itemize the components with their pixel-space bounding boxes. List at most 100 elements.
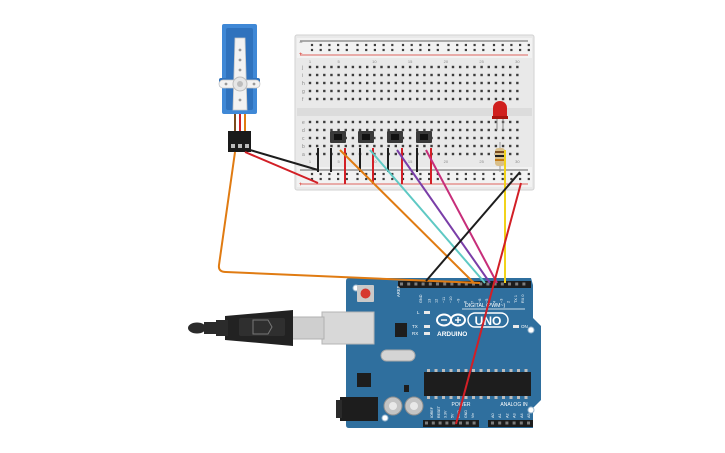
red-led[interactable]: [492, 101, 508, 130]
led-rx-label: RX: [412, 331, 418, 336]
crystal: [380, 349, 416, 362]
digital-pin-label: ~6: [478, 299, 482, 303]
digital-pin-label: ~9: [456, 299, 460, 303]
row-letter: g: [302, 89, 305, 95]
column-number: 25: [479, 159, 484, 164]
digital-label: DIGITAL (PWM~): [465, 303, 505, 309]
digital-pin-label: 12: [435, 299, 439, 303]
usb-cable[interactable]: [188, 310, 375, 346]
arduino-infinity-logo: [436, 313, 466, 327]
power-pin-label: IOREF: [430, 406, 434, 418]
five-volt-wire: [455, 182, 522, 425]
rail-plus-label-bottom: +: [299, 182, 303, 188]
servo-power-wire: [244, 151, 319, 184]
atmega-chip: [424, 372, 531, 396]
analog-pin-label: A4: [520, 413, 524, 418]
power-pin-label: GND: [464, 410, 468, 418]
analog-pin-label: A5: [527, 413, 531, 418]
column-number: 5: [337, 159, 340, 164]
analog-pin-label: A0: [491, 413, 495, 418]
breadboard-holes: [308, 43, 530, 181]
column-number: 30: [515, 159, 520, 164]
micro-servo[interactable]: [218, 24, 261, 152]
usb-b-port: [321, 311, 375, 345]
center-channel: [297, 108, 532, 116]
servo-ground-wire: [249, 149, 319, 171]
digital-pin-label: 2: [507, 301, 511, 303]
power-pin-label: Vin: [471, 413, 475, 418]
button-4-wire: [425, 149, 498, 284]
gnd-label: GND: [419, 294, 423, 303]
pushbutton-1[interactable]: [330, 131, 346, 143]
led-tx-label: TX: [412, 324, 418, 329]
power-pin-label: RESET: [437, 405, 441, 418]
led-tx: [424, 325, 430, 328]
button-3-wire: [396, 149, 491, 284]
model-label: UNO: [475, 314, 502, 328]
analog-pin-label: A2: [505, 413, 509, 418]
row-letter: c: [302, 136, 305, 142]
digital-pin-label: 4: [492, 301, 496, 303]
row-letter: e: [302, 120, 305, 126]
uno-badge: [467, 312, 509, 328]
power-led: [513, 325, 519, 328]
digital-pin-label: 13: [428, 299, 432, 303]
on-label: ON: [521, 324, 528, 329]
digital-pin-label: ~3: [500, 299, 504, 303]
ground-wire: [425, 171, 521, 282]
row-letter: j: [301, 65, 303, 71]
row-letter: i: [302, 73, 303, 79]
column-number: 1: [309, 159, 312, 164]
resistor[interactable]: [495, 142, 505, 172]
servo-horn: [232, 37, 248, 111]
power-jack[interactable]: [340, 397, 378, 421]
row-letter: h: [302, 81, 305, 87]
digital-pin-label: RX 0: [521, 295, 525, 303]
column-number: 10: [372, 59, 377, 64]
pushbutton-2[interactable]: [358, 131, 374, 143]
digital-pin-label: 7: [471, 301, 475, 303]
digital-pin-label: 8: [464, 301, 468, 303]
servo-signal-wire: [217, 151, 481, 284]
led-rx: [424, 332, 430, 335]
button-2-wire: [369, 149, 486, 284]
analog-header: [488, 420, 533, 427]
rail-plus-label: +: [299, 52, 303, 58]
column-number: 25: [479, 59, 484, 64]
voltage-regulator: [357, 373, 371, 387]
row-letter: b: [302, 144, 305, 150]
column-number: 1: [309, 59, 312, 64]
column-number: 15: [408, 159, 413, 164]
row-letter: f: [302, 97, 304, 103]
analog-pin-label: A3: [513, 413, 517, 418]
led-l-label: L: [417, 310, 420, 315]
power-pin-label: 5V: [450, 413, 454, 418]
column-number: 30: [515, 59, 520, 64]
digital-pin-label: ~11: [442, 297, 446, 303]
power-header: [423, 420, 479, 427]
aref-label: AREF: [396, 285, 401, 297]
analog-pin-label: A1: [498, 413, 502, 418]
digital-pin-label: TX 1: [514, 295, 518, 303]
pushbutton-4[interactable]: [416, 131, 432, 143]
led-l: [424, 311, 430, 314]
power-pin-label: 3.3V: [444, 410, 448, 418]
wires: [217, 149, 522, 425]
digital-pin-label: ~5: [485, 299, 489, 303]
digital-header: [398, 281, 531, 288]
brand-label: ARDUINO: [437, 331, 467, 338]
pushbutton-3[interactable]: [387, 131, 403, 143]
analog-label: ANALOG IN: [500, 402, 528, 408]
column-number: 20: [444, 59, 449, 64]
servo-connector: [228, 131, 251, 152]
row-letter: a: [302, 152, 305, 158]
column-number: 10: [372, 159, 377, 164]
column-number: 20: [444, 159, 449, 164]
column-number: 5: [337, 59, 340, 64]
